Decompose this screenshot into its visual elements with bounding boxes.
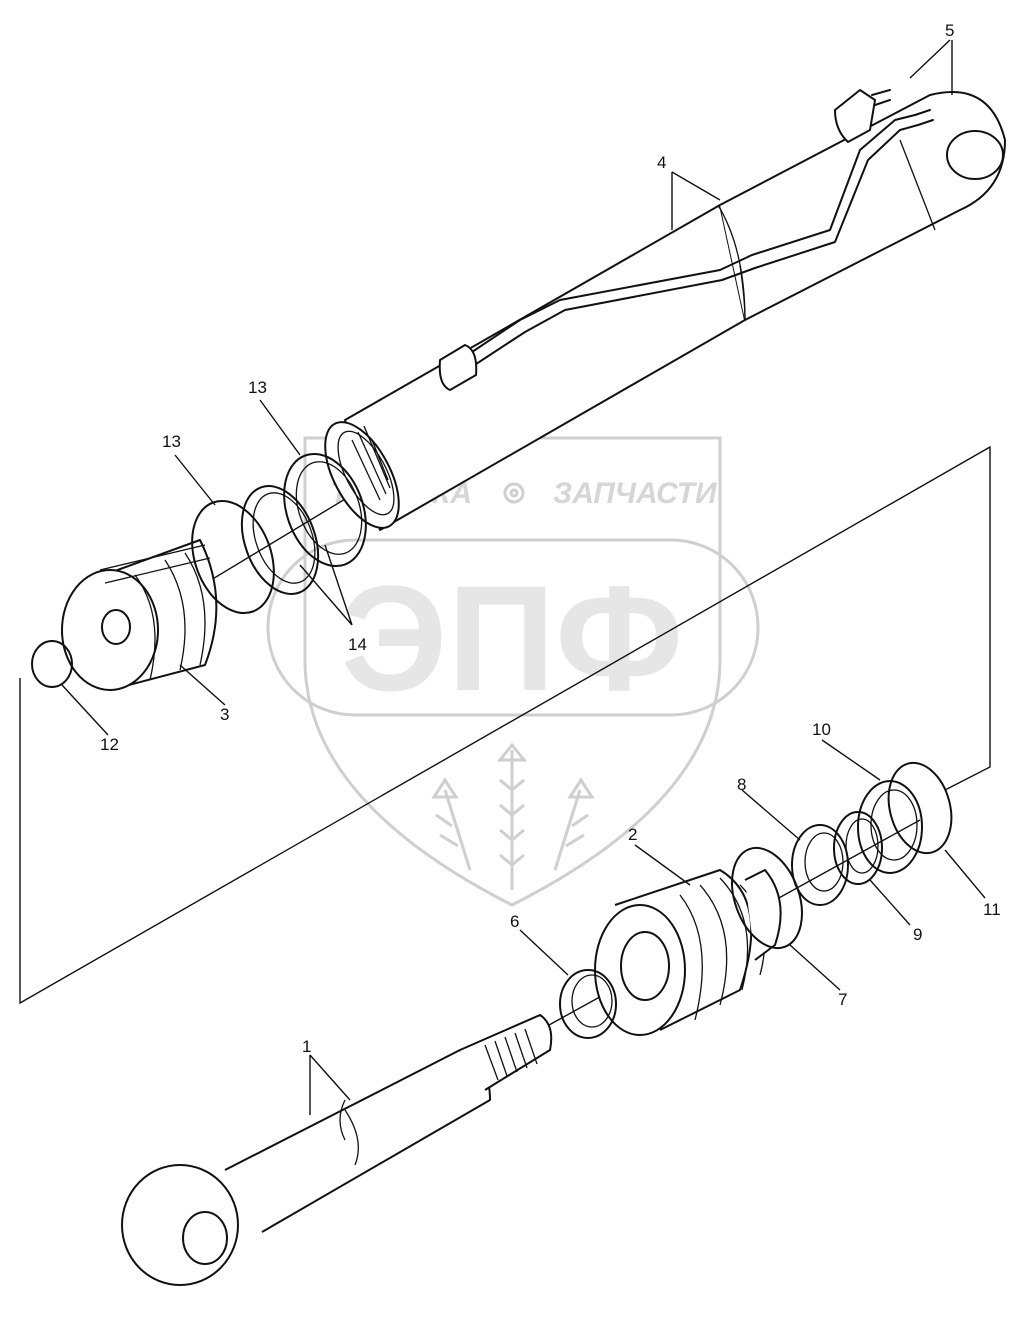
assembly-line: [19, 445, 991, 1005]
watermark-text-right: ЗАПЧАСТИ: [553, 477, 718, 510]
callout-1: 1: [302, 1037, 311, 1056]
callout-labels: 1 2 3 4 5 6 7 8 9 10 11 12 13 13 14: [100, 21, 1001, 1056]
seal-ring-8: [791, 824, 849, 906]
seal-ring-12: [31, 640, 73, 688]
callout-4: 4: [657, 153, 666, 172]
callout-leaders: [61, 39, 986, 1115]
gear-icon: [503, 482, 525, 504]
callout-13-upper: 13: [248, 378, 267, 397]
watermark: ЭПФ ТЕХНИКА ЗАПЧАСТИ: [266, 436, 760, 907]
seal-ring-6: [559, 969, 617, 1039]
callout-6: 6: [510, 912, 519, 931]
callout-2: 2: [628, 825, 637, 844]
watermark-logo: ЭПФ: [341, 554, 684, 722]
seal-ring-14: [240, 485, 320, 595]
callout-11: 11: [983, 900, 1001, 919]
gland: [594, 869, 782, 1036]
callout-7: 7: [838, 990, 847, 1009]
callout-9: 9: [913, 925, 922, 944]
callout-3: 3: [220, 705, 229, 724]
seal-ring-13b: [283, 452, 367, 568]
callout-5: 5: [945, 21, 954, 40]
wheat-emblem-icon: [431, 742, 595, 890]
piston: [61, 539, 218, 691]
callout-14: 14: [348, 635, 367, 654]
callout-12: 12: [100, 735, 119, 754]
callout-8: 8: [737, 775, 746, 794]
cylinder-barrel: [324, 89, 1006, 531]
callout-10: 10: [812, 720, 831, 739]
seal-ring-10: [857, 780, 923, 874]
piston-rod: [121, 1014, 553, 1286]
callout-13-lower: 13: [162, 432, 181, 451]
seal-ring-9: [833, 811, 883, 885]
seal-ring-11: [887, 761, 953, 855]
